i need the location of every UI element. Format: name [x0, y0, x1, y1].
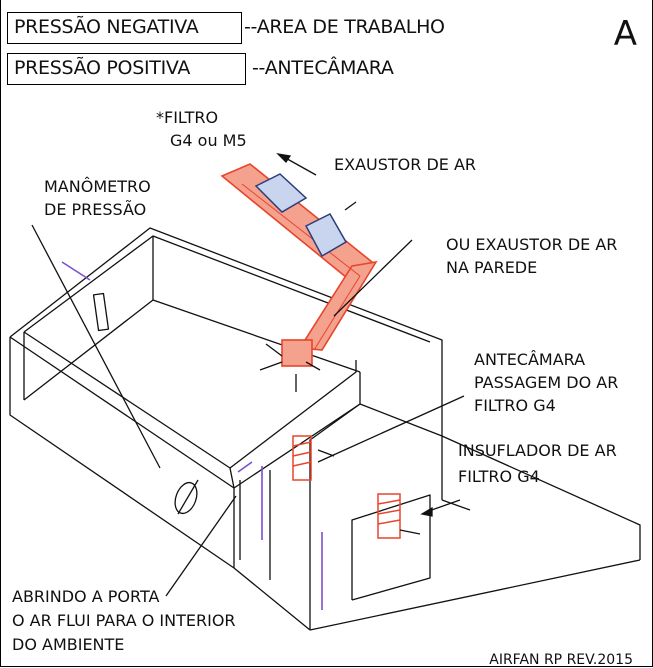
label-parede-line2: NA PAREDE: [446, 258, 538, 277]
label-antecamara-line3: FILTRO G4: [474, 396, 556, 415]
legend-positive-box: [7, 53, 246, 85]
legend-positive-label: PRESSÃO POSITIVA: [14, 57, 191, 79]
label-antecamara-line2: PASSAGEM DO AR: [474, 373, 619, 392]
label-porta-line1: ABRINDO A PORTA: [12, 587, 160, 606]
label-porta-line2: O AR FLUI PARA O INTERIOR: [12, 611, 236, 630]
label-exaustor: EXAUSTOR DE AR: [334, 155, 477, 174]
duct-filters: [254, 173, 348, 258]
legend-negative-box: [7, 12, 242, 44]
label-parede-line1: OU EXAUSTOR DE AR: [446, 235, 618, 254]
label-insuflador-line2: FILTRO G4: [458, 467, 540, 486]
label-filtro-line2: G4 ou M5: [170, 131, 247, 150]
label-manometro-line1: MANÔMETRO: [44, 177, 151, 196]
legend-negative-label: PRESSÃO NEGATIVA: [14, 16, 199, 38]
label-porta-line3: DO AMBIENTE: [12, 635, 125, 654]
grilles: [292, 435, 401, 539]
corner-letter: A: [613, 14, 637, 54]
legend-positive-desc: --ANTECÂMARA: [252, 57, 394, 79]
legend-negative-desc: --AREA DE TRABALHO: [244, 16, 445, 38]
label-antecamara-line1: ANTECÂMARA: [474, 350, 586, 369]
footer-revision: AIRFAN RP REV.2015: [489, 652, 633, 668]
label-insuflador-line1: INSUFLADOR DE AR: [458, 441, 617, 460]
duct: [220, 163, 378, 367]
room-outline: [9, 227, 443, 631]
label-manometro-line2: DE PRESSÃO: [44, 200, 147, 219]
label-filtro-line1: *FILTRO: [156, 108, 219, 127]
